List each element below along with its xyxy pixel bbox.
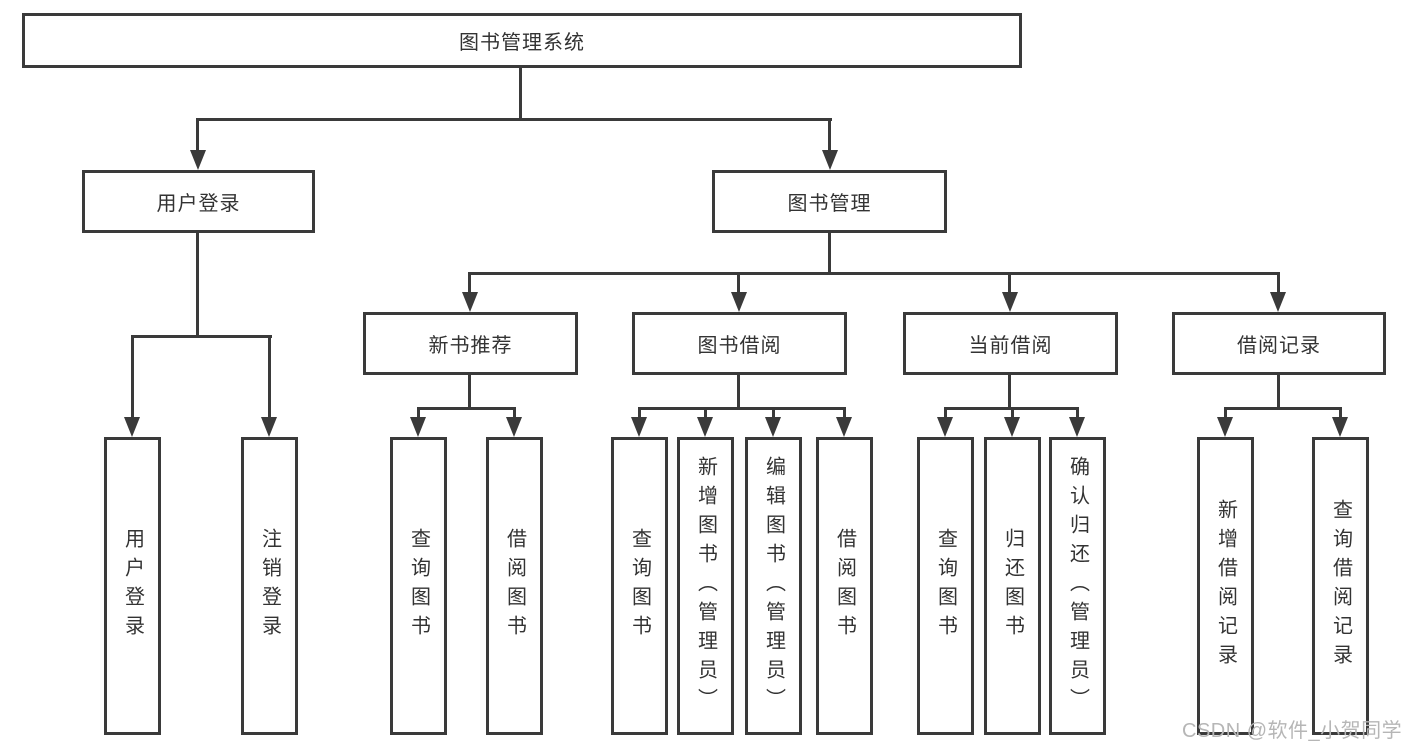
leaf-label: 借阅图书 xyxy=(503,528,526,644)
connector-line xyxy=(828,230,831,272)
connector-line xyxy=(1008,372,1011,407)
connector-line xyxy=(131,335,134,419)
leaf-label: 确认归还（管理员） xyxy=(1066,455,1089,717)
connector-line xyxy=(417,407,516,410)
leaf-query-borrow-record: 查询借阅记录 xyxy=(1312,437,1369,735)
connector-line xyxy=(1224,407,1227,419)
leaf-label: 归还图书 xyxy=(1001,528,1024,644)
arrowhead-down xyxy=(731,292,747,312)
leaf-edit-books-admin: 编辑图书（管理员） xyxy=(745,437,802,735)
connector-line xyxy=(1277,372,1280,407)
leaf-label: 查询借阅记录 xyxy=(1329,499,1352,673)
node-borrowing-records: 借阅记录 xyxy=(1172,312,1386,375)
connector-line xyxy=(737,272,740,294)
leaf-query-books-recommend: 查询图书 xyxy=(390,437,447,735)
leaf-label: 查询图书 xyxy=(934,528,957,644)
connector-line xyxy=(131,335,272,338)
arrowhead-down xyxy=(1004,417,1020,437)
arrowhead-down xyxy=(1069,417,1085,437)
arrowhead-down xyxy=(462,292,478,312)
connector-line xyxy=(1011,407,1014,419)
leaf-label: 用户登录 xyxy=(121,528,144,644)
leaf-add-borrow-record: 新增借阅记录 xyxy=(1197,437,1254,735)
leaf-label: 新增借阅记录 xyxy=(1214,499,1237,673)
connector-line xyxy=(737,372,740,407)
node-current-borrowing: 当前借阅 xyxy=(903,312,1118,375)
leaf-label: 查询图书 xyxy=(407,528,430,644)
connector-line xyxy=(638,407,846,410)
arrowhead-down xyxy=(261,417,277,437)
node-root-library-management-system: 图书管理系统 xyxy=(22,13,1022,68)
node-new-book-recommendation: 新书推荐 xyxy=(363,312,578,375)
connector-line xyxy=(519,66,522,118)
arrowhead-down xyxy=(410,417,426,437)
leaf-query-books-current: 查询图书 xyxy=(917,437,974,735)
connector-line xyxy=(468,272,471,294)
leaf-label: 编辑图书（管理员） xyxy=(762,455,785,717)
connector-line xyxy=(1339,407,1342,419)
arrowhead-down xyxy=(822,150,838,170)
node-user-login: 用户登录 xyxy=(82,170,315,233)
arrowhead-down xyxy=(631,417,647,437)
connector-line xyxy=(772,407,775,419)
connector-line xyxy=(468,372,471,407)
arrowhead-down xyxy=(1217,417,1233,437)
arrowhead-down xyxy=(124,417,140,437)
arrowhead-down xyxy=(1270,292,1286,312)
arrowhead-down xyxy=(697,417,713,437)
leaf-label: 注销登录 xyxy=(258,528,281,644)
connector-line xyxy=(828,118,831,152)
leaf-borrow-books-recommend: 借阅图书 xyxy=(486,437,543,735)
connector-line xyxy=(1008,272,1011,294)
node-book-management: 图书管理 xyxy=(712,170,947,233)
arrowhead-down xyxy=(1002,292,1018,312)
connector-line xyxy=(196,118,832,121)
connector-line xyxy=(513,407,516,419)
leaf-label: 借阅图书 xyxy=(833,528,856,644)
connector-line xyxy=(196,118,199,152)
arrowhead-down xyxy=(836,417,852,437)
connector-line xyxy=(1277,272,1280,294)
arrowhead-down xyxy=(506,417,522,437)
leaf-query-books-borrowing: 查询图书 xyxy=(611,437,668,735)
connector-line xyxy=(468,272,1280,275)
arrowhead-down xyxy=(765,417,781,437)
connector-line xyxy=(417,407,420,419)
leaf-add-books-admin: 新增图书（管理员） xyxy=(677,437,734,735)
connector-line xyxy=(704,407,707,419)
arrowhead-down xyxy=(190,150,206,170)
connector-line xyxy=(843,407,846,419)
leaf-return-books: 归还图书 xyxy=(984,437,1041,735)
connector-line xyxy=(1076,407,1079,419)
leaf-confirm-return-admin: 确认归还（管理员） xyxy=(1049,437,1106,735)
leaf-label: 新增图书（管理员） xyxy=(694,455,717,717)
connector-line xyxy=(196,230,199,335)
leaf-user-login: 用户登录 xyxy=(104,437,161,735)
arrowhead-down xyxy=(1332,417,1348,437)
connector-line xyxy=(268,335,271,419)
leaf-borrow-books-borrowing: 借阅图书 xyxy=(816,437,873,735)
node-book-borrowing: 图书借阅 xyxy=(632,312,847,375)
connector-line xyxy=(638,407,641,419)
connector-line xyxy=(1224,407,1342,410)
arrowhead-down xyxy=(937,417,953,437)
csdn-watermark: CSDN @软件_小贺同学 xyxy=(1182,720,1403,742)
connector-line xyxy=(944,407,947,419)
leaf-label: 查询图书 xyxy=(628,528,651,644)
leaf-logout: 注销登录 xyxy=(241,437,298,735)
